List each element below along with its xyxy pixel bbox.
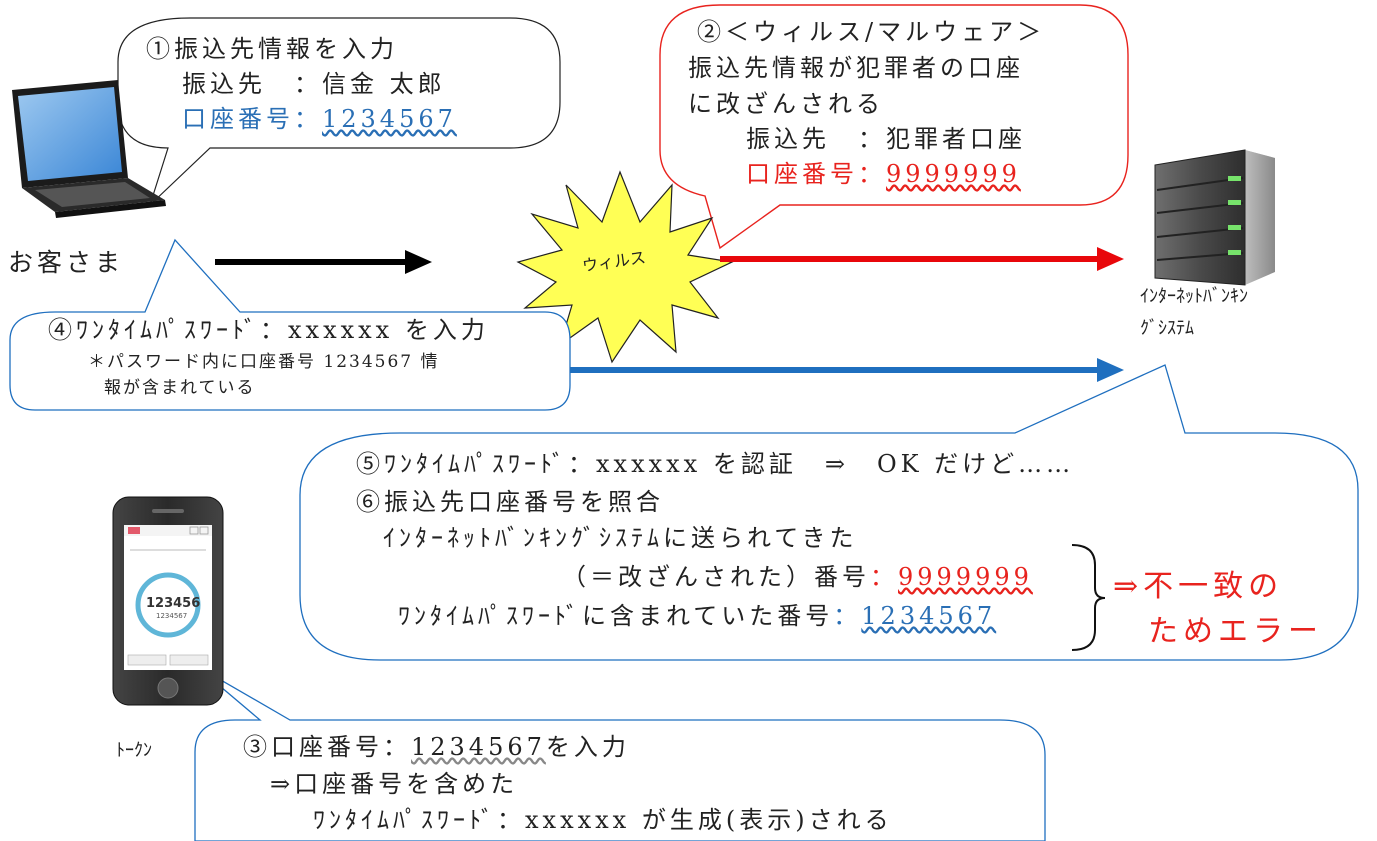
phone-icon <box>112 496 224 706</box>
otp-number-label: ﾜﾝﾀｲﾑﾊﾟｽﾜｰﾄﾞに含まれていた番号 <box>398 602 834 630</box>
bubble-2-line-4: 振込先 ：犯罪者口座 <box>746 125 1026 153</box>
tampered-number-colon: ： <box>870 563 898 591</box>
bubble-4-line-1: ④ﾜﾝﾀｲﾑﾊﾟｽﾜｰﾄﾞ：xxxxxx を入力 <box>48 316 489 344</box>
laptop-icon <box>12 80 166 218</box>
tampered-number-value: 9999999 <box>898 563 1033 591</box>
brace-shape <box>1071 544 1106 651</box>
bubble-4-line-2: ＊パスワード内に口座番号 1234567 情 <box>88 352 440 372</box>
bubble-5-line-5: ﾜﾝﾀｲﾑﾊﾟｽﾜｰﾄﾞに含まれていた番号：1234567 <box>398 604 996 628</box>
bubble-3-line-3: ﾜﾝﾀｲﾑﾊﾟｽﾜｰﾄﾞ：xxxxxx が生成(表示)される <box>313 806 893 834</box>
bubble-3-account-label: ③口座番号： <box>243 733 411 761</box>
bubble-4-shape <box>9 238 571 411</box>
bubble-2-account-label: 口座番号： <box>746 160 886 188</box>
server-icon <box>1154 149 1275 286</box>
bubble-3-line-2: ⇒口座番号を含めた <box>270 770 519 798</box>
error-line-1: ⇒不一致の <box>1113 569 1284 604</box>
customer-label: お客さま <box>8 248 125 277</box>
black-arrow <box>215 250 432 274</box>
phone-otp-display: 123456 <box>146 596 201 611</box>
bubble-3-account-value: 1234567 <box>411 733 546 761</box>
bubble-3-shape <box>194 664 1046 841</box>
bubble-4-line-3: 報が含まれている <box>104 378 256 398</box>
bubble-3-input-suffix: を入力 <box>545 733 630 761</box>
bubble-3-line-1: ③口座番号：1234567を入力 <box>243 735 630 759</box>
bubble-5-line-4: （＝改ざんされた）番号：9999999 <box>562 565 1033 589</box>
bubble-1-line-2: 振込先 ：信金 太郎 <box>182 70 446 98</box>
otp-number-value: 1234567 <box>861 602 997 630</box>
server-label-line-1: ｲﾝﾀｰﾈｯﾄﾊﾞﾝｷﾝ <box>1140 286 1248 307</box>
bubble-5-shape <box>299 364 1359 661</box>
bubble-2-shape <box>659 4 1129 250</box>
bubble-5-line-3: ｲﾝﾀｰﾈｯﾄﾊﾞﾝｷﾝｸﾞｼｽﾃﾑに送られてきた <box>383 524 858 552</box>
phone-sub-display: 1234567 <box>156 612 188 620</box>
virus-burst-shape <box>516 170 735 364</box>
bubble-1-line-3: 口座番号：1234567 <box>182 107 457 131</box>
bubble-2-line-5: 口座番号：9999999 <box>746 162 1021 186</box>
otp-number-colon: ： <box>833 602 862 630</box>
bubble-2-line-3: に改ざんされる <box>688 90 884 118</box>
red-arrow <box>720 247 1124 271</box>
bubble-1-account-value: 1234567 <box>322 105 457 133</box>
error-line-2: ためエラー <box>1148 614 1323 649</box>
bubble-1-account-label: 口座番号： <box>182 105 322 133</box>
bubble-2-line-2: 振込先情報が犯罪者の口座 <box>688 54 1024 82</box>
tampered-number-label: （＝改ざんされた）番号 <box>562 563 870 591</box>
bubble-2-line-1: ②＜ウィルス/マルウェア＞ <box>697 18 1046 46</box>
bubble-5-line-1: ⑤ﾜﾝﾀｲﾑﾊﾟｽﾜｰﾄﾞ：xxxxxx を認証 ⇒ OK だけど…… <box>356 450 1075 478</box>
bubble-2-account-value: 9999999 <box>886 160 1021 188</box>
server-label-line-2: ｸﾞｼｽﾃﾑ <box>1140 318 1194 339</box>
bubble-1-line-1: ①振込先情報を入力 <box>146 35 398 63</box>
bubble-1-shape <box>117 17 561 206</box>
bubble-5-line-2: ⑥振込先口座番号を照合 <box>356 488 664 516</box>
token-label: ﾄｰｸﾝ <box>116 740 152 761</box>
blue-arrow <box>570 358 1124 382</box>
